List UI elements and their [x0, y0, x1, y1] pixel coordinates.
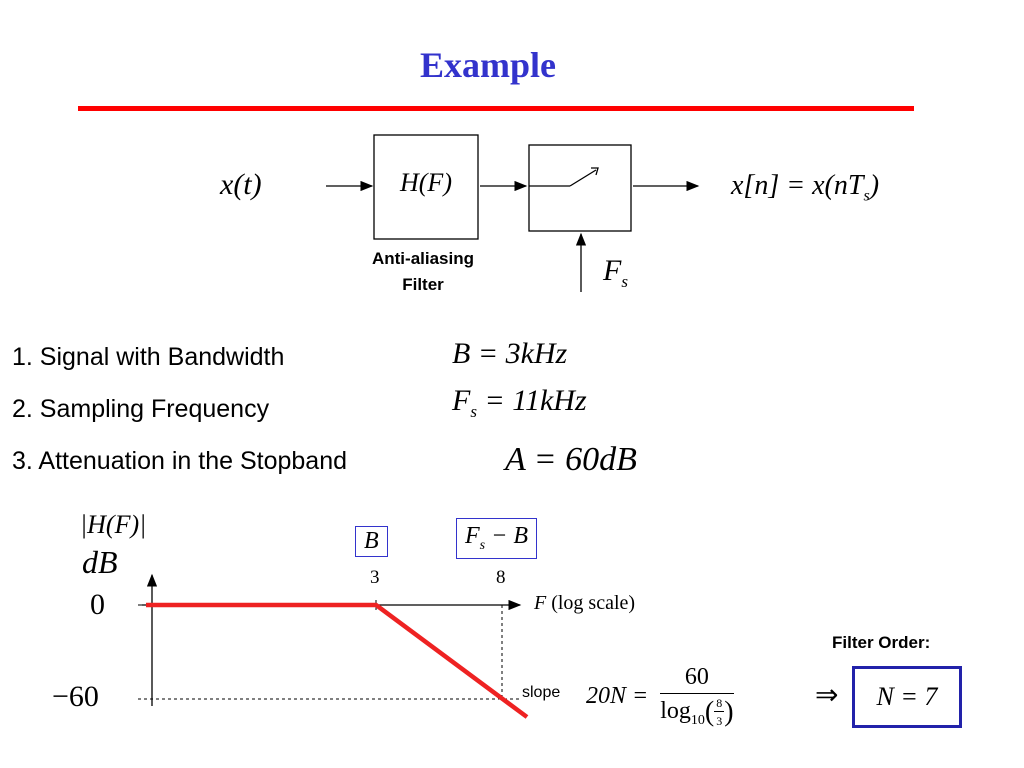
y-tick-label-minus60: −60	[52, 680, 99, 713]
spec-sampling-label: 2. Sampling Frequency	[12, 395, 270, 423]
implies-icon: ⇒	[815, 680, 839, 711]
marker-fs-minus-b-box: Fs − B	[456, 518, 537, 559]
spec-bandwidth-equation: B = 3kHz	[452, 337, 568, 370]
spec-attenuation-label: 3. Attenuation in the Stopband	[12, 447, 347, 475]
spec-sampling-equation: Fs = 11kHz	[452, 384, 587, 421]
y-axis-label-db: dB	[82, 544, 118, 580]
x-tick-label-3: 3	[370, 567, 380, 588]
filter-box	[373, 134, 479, 240]
filter-order-result-box: N = 7	[852, 666, 962, 728]
x-tick-label-8: 8	[496, 567, 506, 588]
output-signal-label: x[n] = x(nTs)	[731, 170, 880, 205]
input-signal-label: x(t)	[220, 168, 262, 201]
filter-order-label: Filter Order:	[832, 633, 931, 652]
filter-order-result: N = 7	[876, 682, 938, 711]
title-underline	[78, 106, 914, 111]
sampling-frequency-label: Fs	[603, 254, 628, 291]
switch-icon	[529, 167, 599, 187]
magnitude-response-curve	[146, 602, 529, 719]
filter-transfer-label: H(F)	[400, 168, 452, 197]
spec-bandwidth-label: 1. Signal with Bandwidth	[12, 343, 285, 371]
sampler-box	[528, 144, 632, 232]
spec-attenuation-equation: A = 60dB	[505, 441, 637, 478]
anti-aliasing-filter-label: Anti-aliasing Filter	[371, 249, 474, 294]
y-axis-label-magnitude: |H(F)|	[80, 510, 147, 539]
page-title: Example	[419, 45, 556, 85]
slope-label: slope	[522, 684, 561, 701]
y-tick-label-0: 0	[90, 588, 105, 621]
marker-b-box: B	[355, 526, 388, 557]
x-axis-label: F (log scale)	[534, 592, 636, 614]
